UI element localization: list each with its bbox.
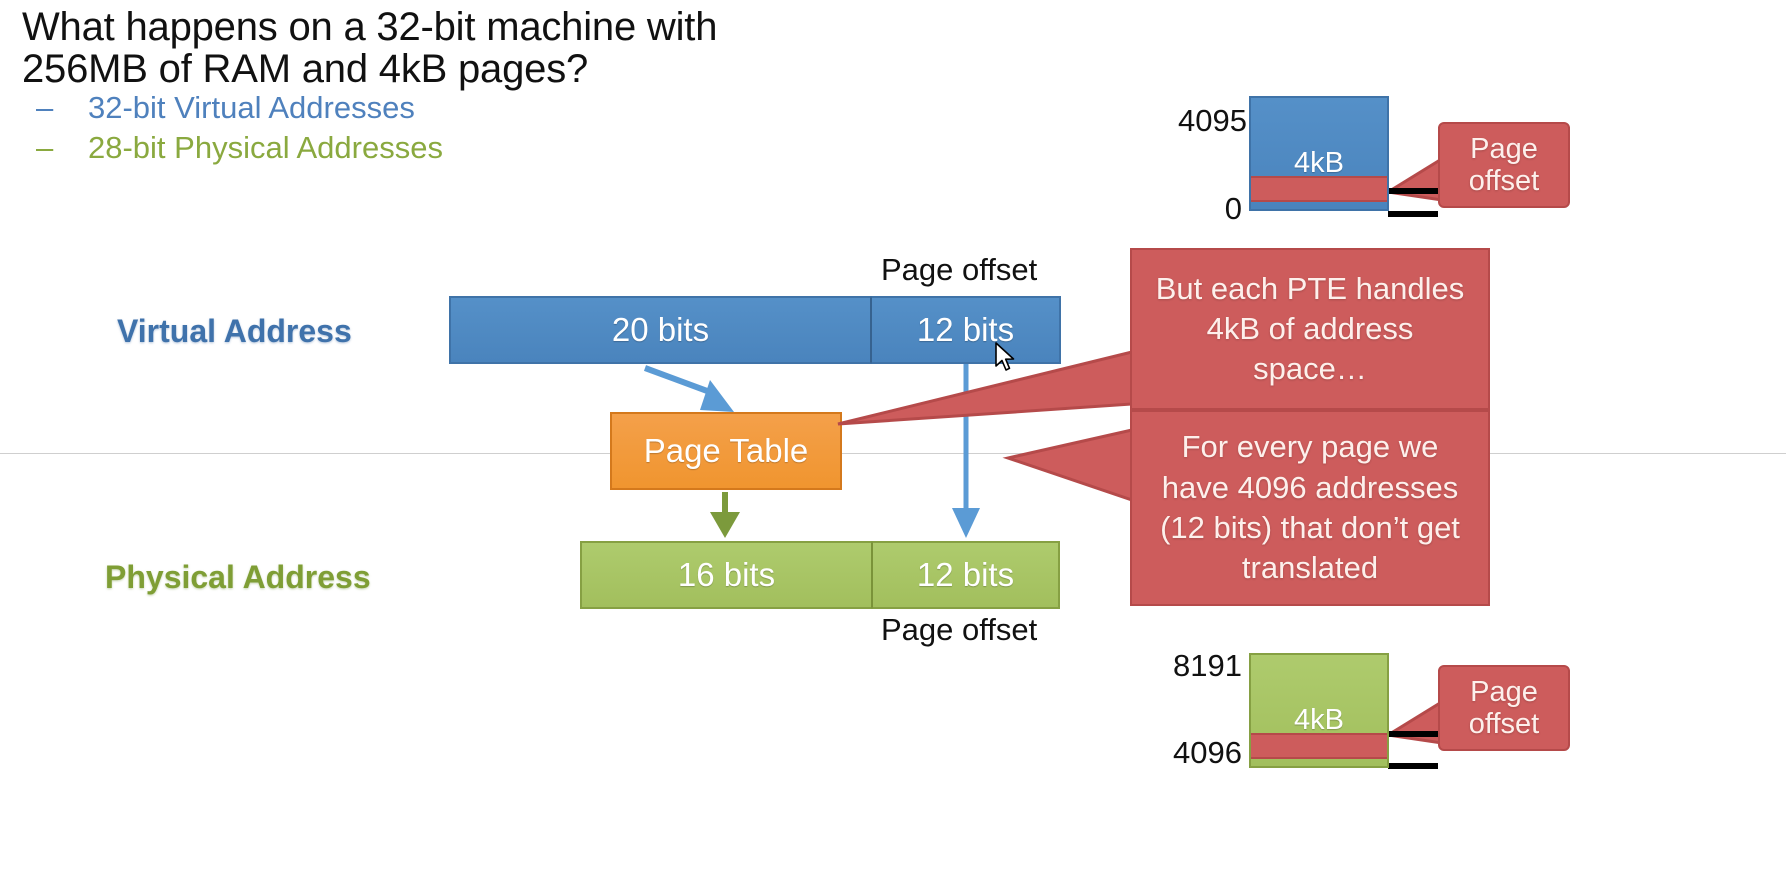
physical-address-offset-segment: 12 bits	[872, 541, 1060, 609]
virtual-address-label: Virtual Address	[117, 313, 352, 349]
bullet-dash-icon: –	[36, 90, 54, 125]
tick-bottom-upper	[1388, 731, 1438, 737]
bullet-label: 28-bit Physical Addresses	[88, 130, 443, 165]
physical-address-frame-number-segment: 16 bits	[580, 541, 872, 609]
physical-frame-offset-band	[1251, 733, 1387, 759]
callout-pte-handles: But each PTE handles 4kB of address spac…	[1130, 248, 1490, 410]
callout-page-offset-top-tail	[1383, 157, 1444, 202]
horizontal-divider	[0, 453, 1786, 454]
virtual-page-block: 4kB	[1249, 96, 1389, 211]
callout-2-tail	[1002, 428, 1134, 503]
bullet-label: 32-bit Virtual Addresses	[88, 90, 415, 125]
tick-bottom-lower	[1388, 763, 1438, 769]
title-line-2: 256MB of RAM and 4kB pages?	[22, 47, 589, 92]
virtual-address-page-number-segment: 20 bits	[449, 296, 871, 364]
physical-frame-top-address: 8191	[1173, 648, 1242, 683]
callout-every-page: For every page we have 4096 addresses (1…	[1130, 410, 1490, 606]
bullet-virtual-addresses: – 32-bit Virtual Addresses	[36, 92, 415, 123]
physical-frame-bottom-address: 4096	[1173, 735, 1242, 770]
bullet-dash-icon: –	[36, 130, 54, 165]
physical-address-bar: 16 bits 12 bits	[580, 541, 1060, 609]
mouse-pointer-icon	[995, 342, 1015, 371]
virtual-address-bar: 20 bits 12 bits	[449, 296, 1061, 364]
physical-page-offset-caption: Page offset	[881, 612, 1038, 647]
virtual-page-top-address: 4095	[1178, 103, 1247, 138]
callout-page-offset-bottom-tail	[1383, 700, 1444, 745]
physical-frame-size-label: 4kB	[1294, 703, 1344, 736]
tick-top-upper	[1388, 188, 1438, 194]
callout-page-offset-bottom: Page offset	[1438, 665, 1570, 751]
page-title: What happens on a 32-bit machine with 25…	[22, 6, 902, 91]
title-line-1: What happens on a 32-bit machine with	[22, 5, 718, 49]
physical-frame-block: 4kB	[1249, 653, 1389, 768]
bullet-physical-addresses: – 28-bit Physical Addresses	[36, 132, 443, 163]
virtual-address-offset-segment: 12 bits	[871, 296, 1061, 364]
callout-page-offset-top: Page offset	[1438, 122, 1570, 208]
arrow-page-table-to-pfn	[710, 492, 740, 538]
arrow-vpn-to-page-table	[643, 365, 734, 412]
page-table-box: Page Table	[610, 412, 842, 490]
tick-top-lower	[1388, 211, 1438, 217]
physical-address-label: Physical Address	[105, 559, 371, 595]
virtual-page-bottom-address: 0	[1224, 191, 1242, 226]
virtual-page-offset-band	[1251, 176, 1387, 202]
virtual-page-size-label: 4kB	[1294, 146, 1344, 179]
virtual-page-offset-caption: Page offset	[881, 252, 1038, 287]
arrow-voffset-to-poffset	[952, 364, 980, 538]
